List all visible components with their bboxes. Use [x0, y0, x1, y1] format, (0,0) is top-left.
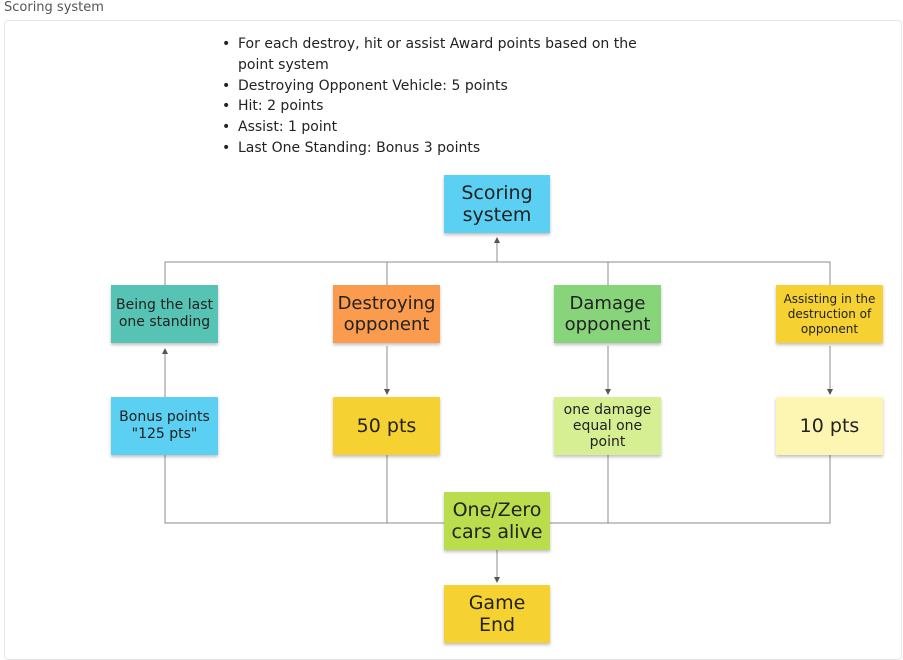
note-text: Assisting in the destruction of opponent — [783, 291, 876, 336]
note-text: Game End — [468, 592, 526, 636]
note-text: 10 pts — [799, 415, 860, 437]
note-text: Destroying opponent — [337, 293, 436, 335]
sticky-bonus-points: Bonus points "125 pts" — [111, 397, 218, 455]
connector-top-bus — [164, 261, 831, 285]
sticky-10-pts: 10 pts — [776, 397, 883, 455]
bullet-item: • Destroying Opponent Vehicle: 5 points — [222, 76, 642, 97]
sticky-damage-opponent: Damage opponent — [554, 285, 661, 343]
bullet-marker: • — [222, 77, 231, 94]
note-text: Scoring system — [461, 182, 533, 226]
sticky-destroying-opponent: Destroying opponent — [333, 285, 440, 343]
sticky-scoring-system: Scoring system — [444, 175, 550, 233]
bullet-list: • For each destroy, hit or assist Award p… — [222, 34, 642, 159]
bullet-item: • For each destroy, hit or assist Award p… — [222, 34, 642, 76]
bullet-marker: • — [222, 119, 231, 136]
sticky-one-damage: one damage equal one point — [554, 397, 661, 455]
note-text: Damage opponent — [564, 293, 651, 335]
sticky-last-one-standing: Being the last one standing — [111, 285, 218, 343]
bullet-marker: • — [222, 98, 231, 115]
bullet-item: • Last One Standing: Bonus 3 points — [222, 138, 642, 159]
sticky-cars-alive: One/Zero cars alive — [444, 492, 550, 550]
bullet-text: For each destroy, hit or assist Award po… — [238, 36, 637, 73]
sticky-game-end: Game End — [444, 585, 550, 643]
bullet-text: Hit: 2 points — [238, 98, 324, 115]
bullet-text: Assist: 1 point — [238, 119, 338, 136]
bullet-item: • Assist: 1 point — [222, 117, 642, 138]
note-text: 50 pts — [356, 415, 417, 437]
sticky-50-pts: 50 pts — [333, 397, 440, 455]
note-text: One/Zero cars alive — [451, 499, 543, 543]
bullet-item: • Hit: 2 points — [222, 96, 642, 117]
sticky-assisting: Assisting in the destruction of opponent — [776, 285, 883, 343]
bullet-marker: • — [222, 139, 231, 156]
bullet-text: Destroying Opponent Vehicle: 5 points — [238, 77, 508, 94]
note-text: Being the last one standing — [116, 297, 213, 330]
bullet-marker: • — [222, 36, 231, 52]
panel-title: Scoring system — [4, 0, 104, 15]
note-text: Bonus points "125 pts" — [119, 409, 210, 442]
note-text: one damage equal one point — [563, 402, 652, 450]
bullet-text: Last One Standing: Bonus 3 points — [238, 139, 481, 156]
